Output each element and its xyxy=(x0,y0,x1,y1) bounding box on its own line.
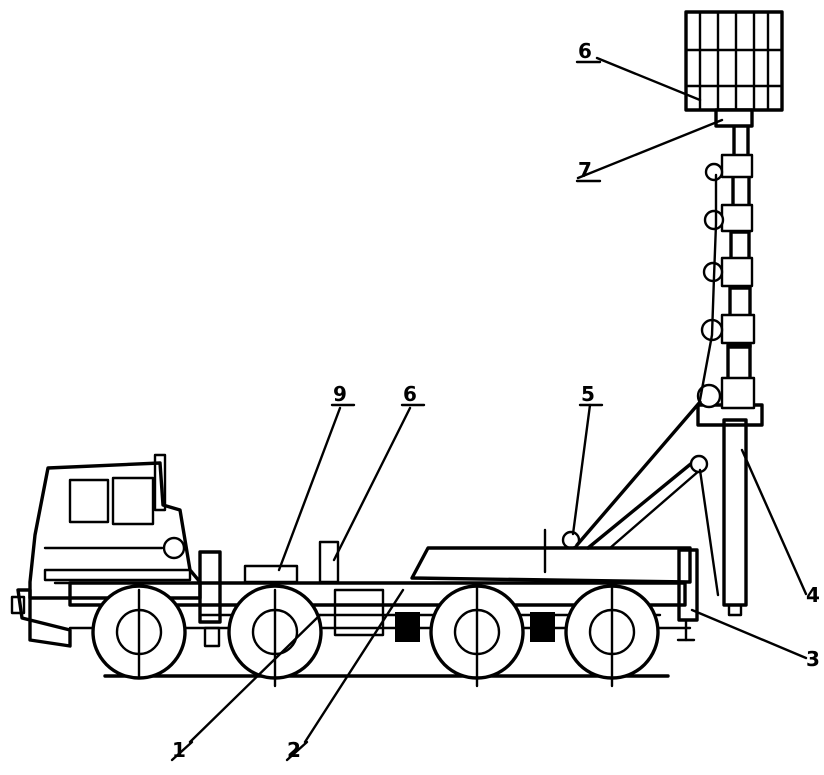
cab-window-front xyxy=(68,478,110,524)
wheel-4 xyxy=(564,583,660,688)
front-outrigger xyxy=(198,550,222,624)
wheel-3 xyxy=(429,583,525,688)
hinge-5 xyxy=(561,530,581,550)
mast-base-4 xyxy=(722,418,748,607)
callout-7: 7 xyxy=(578,158,592,182)
callout-5: 5 xyxy=(581,382,595,406)
callout-3: 3 xyxy=(806,647,820,671)
wheel-2 xyxy=(227,584,323,688)
fuel-tank xyxy=(333,588,385,637)
callout-1: 1 xyxy=(172,738,186,762)
chassis-frame xyxy=(68,540,692,648)
callout-2: 2 xyxy=(287,738,301,762)
leader-lines xyxy=(170,56,808,762)
cab-window-side xyxy=(111,476,155,526)
callout-6-block: 6 xyxy=(403,382,417,406)
rotator-7 xyxy=(714,108,754,128)
front-bumper xyxy=(16,588,72,648)
wheel-1 xyxy=(91,584,187,680)
equipment-box-9 xyxy=(243,564,299,584)
callout-9: 9 xyxy=(333,382,347,406)
antenna-array xyxy=(684,10,784,112)
equipment-block-6 xyxy=(318,540,340,584)
platform-body xyxy=(410,546,692,584)
cab-mirror xyxy=(162,536,186,560)
telescopic-mast xyxy=(575,123,764,617)
rear-outrigger xyxy=(676,548,699,642)
callout-4: 4 xyxy=(806,583,820,607)
cab-exhaust xyxy=(153,453,167,512)
callout-6-antenna: 6 xyxy=(578,39,592,63)
